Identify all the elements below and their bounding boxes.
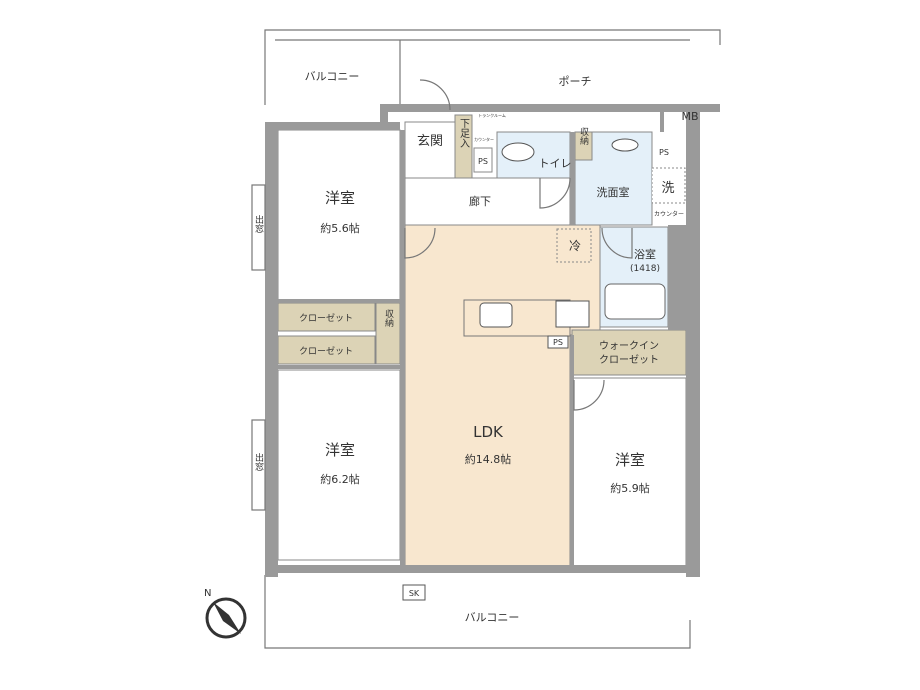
- washroom-label: 洗面室: [597, 185, 630, 199]
- counter-toilet-label: カウンター: [474, 136, 494, 142]
- wall: [570, 132, 575, 225]
- wall-east: [686, 112, 700, 577]
- wall-west: [265, 122, 278, 577]
- wic-label-2: クローゼット: [599, 354, 659, 366]
- bedroom3-label: 洋室: [615, 451, 645, 469]
- wall: [660, 112, 664, 132]
- door-entrance[interactable]: [419, 79, 451, 111]
- bay-window-2: [251, 419, 266, 511]
- balcony-top-label: バルコニー: [305, 70, 360, 83]
- closet2-label: クローゼット: [299, 345, 353, 357]
- ps-wash-label: PS: [659, 148, 669, 157]
- wall: [380, 104, 388, 130]
- north-arrow-icon: N: [204, 588, 247, 639]
- hallway-label: 廊下: [469, 194, 491, 208]
- washer-label: 洗: [661, 181, 674, 196]
- bedroom2-size: 約6.2帖: [320, 472, 360, 486]
- kitchen-sink-icon: [479, 302, 513, 328]
- door-toilet[interactable]: [539, 177, 571, 209]
- wall: [278, 365, 400, 369]
- genkan-label: 玄関: [417, 134, 443, 149]
- door-bedroom3[interactable]: [573, 379, 605, 411]
- bedroom3-area: [571, 377, 687, 571]
- bedroom2-area: [277, 369, 401, 561]
- wall: [570, 335, 574, 567]
- bath-size-label: (1418): [630, 264, 660, 274]
- counter-wash-label: カウンター: [654, 210, 684, 218]
- genkan-area: [404, 121, 456, 179]
- ps-kitchen-box: [547, 335, 569, 349]
- closet1-label: クローゼット: [299, 312, 353, 324]
- toilet-icon: [501, 142, 535, 162]
- door-ldk[interactable]: [404, 227, 436, 259]
- ps-kitchen-label: PS: [553, 338, 563, 347]
- bay-window-1: [251, 184, 266, 271]
- storage-mid-label: 収納: [383, 308, 394, 328]
- wall-south: [265, 565, 700, 573]
- sink-icon: [611, 138, 639, 152]
- closet1-area: [277, 302, 376, 332]
- compass-label: N: [204, 588, 211, 599]
- ldk-size: 約14.8帖: [465, 452, 512, 466]
- bottom-balcony-boundary: [264, 575, 691, 649]
- shoe-storage-area: [454, 114, 473, 179]
- ldk-label: LDK: [473, 423, 504, 441]
- bay1-label: 出窓: [253, 214, 264, 233]
- washer-space: [651, 167, 686, 204]
- shoe-storage-label: 下足入: [458, 118, 470, 148]
- bay2-label: 出窓: [253, 452, 264, 471]
- hallway-area: [404, 177, 571, 226]
- porch-label: ポーチ: [559, 75, 592, 88]
- bath-label: 浴室: [634, 247, 656, 261]
- bedroom1-size: 約5.6帖: [320, 221, 360, 235]
- door-bath[interactable]: [601, 227, 633, 259]
- stove-icon: [555, 300, 590, 328]
- bedroom1-label: 洋室: [325, 189, 355, 207]
- ps-toilet-box: [473, 147, 493, 173]
- wall: [278, 299, 400, 303]
- bedroom1-area: [277, 129, 401, 301]
- wall-north: [380, 104, 720, 112]
- wall: [400, 130, 405, 565]
- toilet-label: トイレ: [539, 157, 572, 170]
- top-boundary: [264, 29, 721, 105]
- fridge-space: [556, 228, 592, 263]
- bathtub-icon: [604, 283, 666, 320]
- mb-label: MB: [681, 110, 698, 123]
- sk-box: [402, 584, 426, 601]
- balcony-bottom-label: バルコニー: [465, 611, 520, 624]
- sk-label: SK: [409, 589, 420, 598]
- wic-area: [571, 329, 687, 376]
- ps-toilet-label: PS: [478, 157, 488, 166]
- bedroom3-size: 約5.9帖: [610, 481, 650, 495]
- wall: [668, 225, 686, 330]
- trunk-room-label: トランクルーム: [478, 112, 506, 118]
- wash-storage-label: 収納: [578, 126, 589, 146]
- fridge-label: 冷: [569, 239, 581, 253]
- storage-mid-area: [375, 302, 401, 365]
- bedroom2-label: 洋室: [325, 441, 355, 459]
- wic-label-1: ウォークイン: [599, 340, 659, 352]
